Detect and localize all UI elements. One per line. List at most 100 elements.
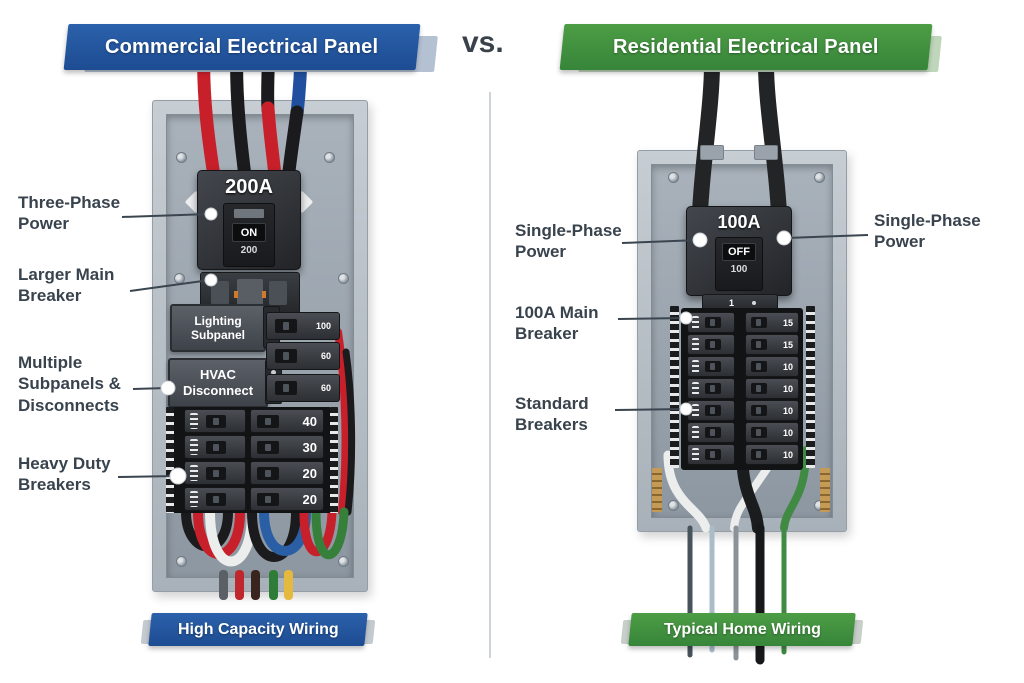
cable-clamp xyxy=(700,145,724,160)
heavy-breaker-amp: 20 xyxy=(302,491,317,507)
hvac-disconnect-label: HVAC Disconnect xyxy=(182,367,254,398)
toggle-handle xyxy=(756,429,761,436)
breaker-toggle xyxy=(275,381,297,395)
breaker-stripe xyxy=(190,439,198,455)
branch-breaker: 10 xyxy=(745,378,799,399)
branch-breaker-left xyxy=(687,400,735,421)
residential-footer-label: Typical Home Wiring xyxy=(663,620,821,638)
lighting-subpanel-box: Lighting Subpanel xyxy=(170,304,266,352)
bus-rail xyxy=(806,306,815,468)
toggle-handle xyxy=(756,407,761,414)
branch-breaker-left xyxy=(687,356,735,377)
bus-rail xyxy=(670,306,679,468)
breaker-stripe xyxy=(692,338,699,351)
cable-clamp xyxy=(754,145,778,160)
toggle-handle xyxy=(283,384,289,392)
callout-subpanels: Multiple Subpanels & Disconnects xyxy=(18,353,121,415)
breaker-toggle xyxy=(705,427,721,438)
side-breaker-amp: 60 xyxy=(320,383,331,393)
branch-breaker: 10 xyxy=(745,356,799,377)
bus-rail xyxy=(166,407,174,513)
lighting-subpanel-label: Lighting Subpanel xyxy=(190,313,245,342)
heavy-breaker-amp: 30 xyxy=(302,439,317,455)
lug-contact xyxy=(262,291,266,298)
toggle-handle xyxy=(283,322,289,330)
breaker-toggle xyxy=(257,440,279,454)
breaker-toggle xyxy=(257,466,279,480)
callout-main-breaker: 100A Main Breaker xyxy=(515,303,599,344)
main-breaker-rating: 200A xyxy=(225,176,273,198)
branch-breaker-left xyxy=(687,444,735,465)
residential-main-breaker: 100A OFF 100 xyxy=(686,206,792,296)
breaker-toggle xyxy=(751,383,767,394)
breaker-stripe xyxy=(692,426,699,439)
stub-wire-gray xyxy=(219,570,228,600)
screw-icon xyxy=(176,152,187,163)
toggle-handle xyxy=(265,495,271,503)
heavy-breaker: 30 xyxy=(250,435,324,459)
breaker-toggle xyxy=(206,440,226,454)
heavy-breaker: 40 xyxy=(250,409,324,433)
breaker-toggle xyxy=(751,339,767,350)
callout-single-phase-left: Single-Phase Power xyxy=(515,221,622,262)
switch-amp-value: 200 xyxy=(240,245,258,256)
switch-slot xyxy=(234,209,264,218)
toggle-handle xyxy=(265,469,271,477)
breaker-toggle xyxy=(275,349,297,363)
branch-breaker-amp: 10 xyxy=(782,405,793,416)
lug-block xyxy=(269,281,287,305)
side-breaker: 60 xyxy=(266,374,340,402)
breaker-stripe xyxy=(190,413,198,429)
callout-standard: Standard Breakers xyxy=(515,394,589,435)
heavy-breaker-left xyxy=(184,487,246,511)
branch-breaker-amp: 15 xyxy=(782,317,793,328)
hvac-disconnect-box: HVAC Disconnect xyxy=(168,358,268,408)
breaker-stripe xyxy=(190,465,198,481)
callout-single-phase-right: Single-Phase Power xyxy=(874,211,981,252)
callout-three-phase: Three-Phase Power xyxy=(18,193,121,234)
breaker-toggle xyxy=(705,449,721,460)
toggle-handle xyxy=(710,407,715,414)
callout-larger-main: Larger Main Breaker xyxy=(18,265,115,306)
toggle-handle xyxy=(213,417,219,425)
breaker-toggle xyxy=(206,414,226,428)
screw-icon xyxy=(324,152,335,163)
branch-breaker-left xyxy=(687,312,735,333)
heavy-breaker: 20 xyxy=(250,461,324,485)
toggle-handle xyxy=(756,363,761,370)
heavy-breaker-left xyxy=(184,409,246,433)
screw-icon xyxy=(338,556,349,567)
neutral-bar xyxy=(820,468,830,512)
switch-amp-value: 100 xyxy=(730,264,748,275)
screw-icon xyxy=(668,172,679,183)
toggle-handle xyxy=(265,417,271,425)
toggle-handle xyxy=(756,451,761,458)
vs-label: vs. xyxy=(462,26,504,59)
heavy-breaker-left xyxy=(184,435,246,459)
toggle-handle xyxy=(710,385,715,392)
strip-dot xyxy=(752,301,757,305)
branch-breaker-amp: 10 xyxy=(782,361,793,372)
main-breaker-rating: 100A xyxy=(717,212,761,232)
heavy-breaker-amp: 40 xyxy=(302,413,317,429)
toggle-handle xyxy=(213,469,219,477)
breaker-toggle xyxy=(257,492,279,506)
branch-breaker: 15 xyxy=(745,312,799,333)
toggle-handle xyxy=(710,319,715,326)
residential-title-banner: Residential Electrical Panel xyxy=(559,24,933,70)
branch-breaker: 15 xyxy=(745,334,799,355)
toggle-handle xyxy=(710,363,715,370)
breaker-toggle xyxy=(705,383,721,394)
toggle-handle xyxy=(283,352,289,360)
toggle-dot xyxy=(271,370,276,375)
switch-state-label: OFF xyxy=(722,243,756,261)
breaker-toggle xyxy=(705,339,721,350)
branch-breaker-amp: 10 xyxy=(782,427,793,438)
branch-breaker-amp: 10 xyxy=(782,449,793,460)
commercial-title: Commercial Electrical Panel xyxy=(105,35,379,58)
breaker-toggle xyxy=(705,317,721,328)
breaker-stripe xyxy=(692,382,699,395)
screw-icon xyxy=(814,172,825,183)
switch-state-label: ON xyxy=(232,223,266,242)
